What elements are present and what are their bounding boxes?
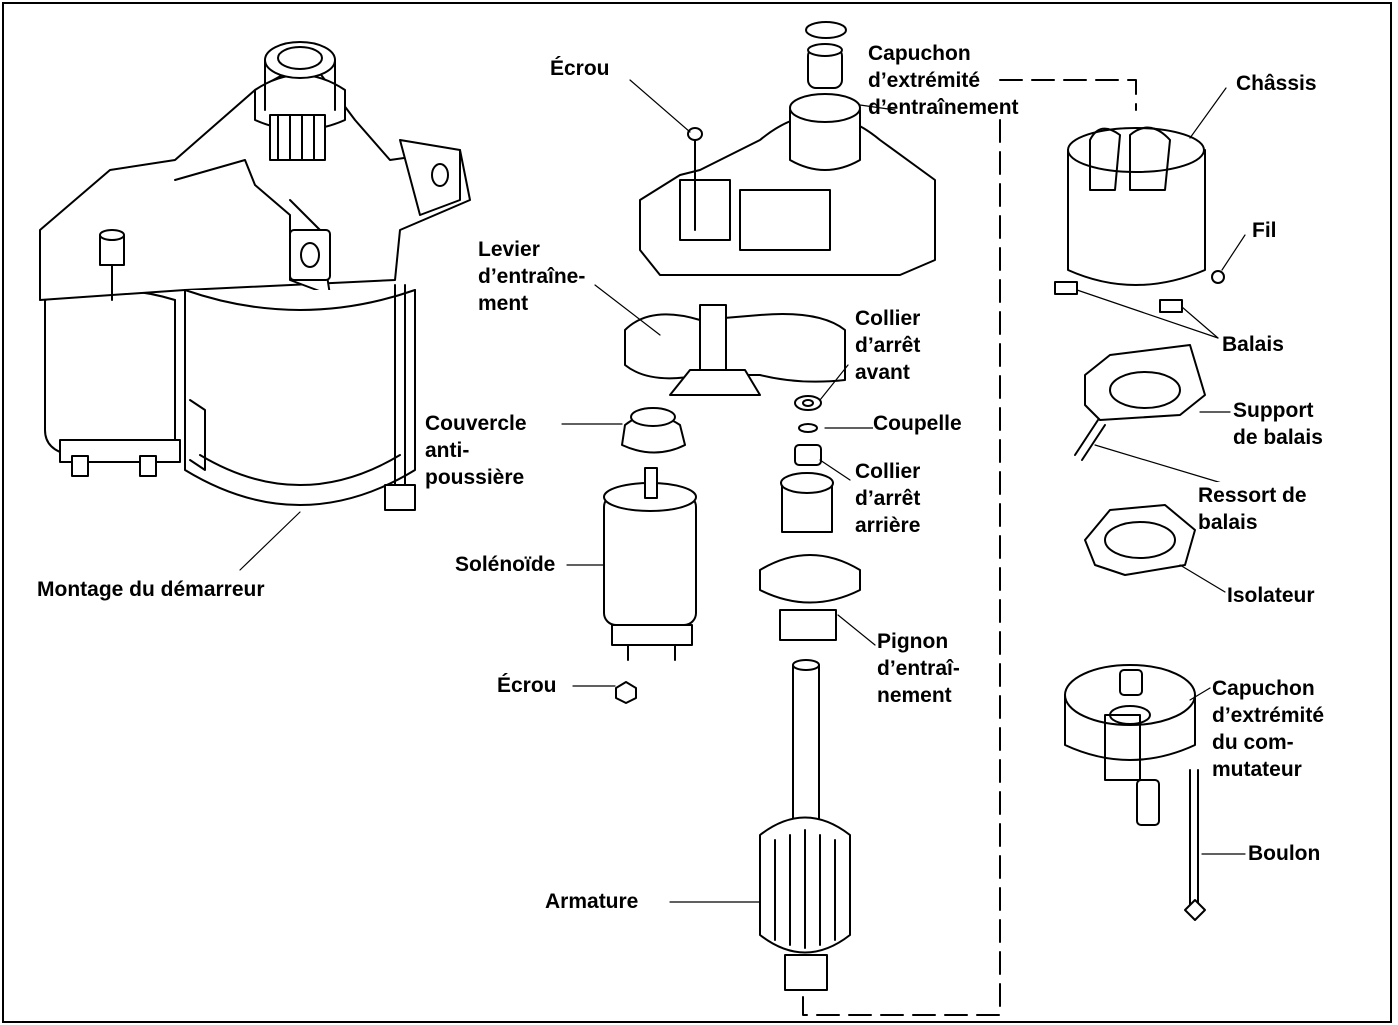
label-line: Couvercle	[425, 412, 527, 435]
label-couvercle: Couvercle anti- poussière	[425, 410, 527, 491]
label-line: Support	[1233, 399, 1314, 422]
label-pignon: Pignon d’entraî- nement	[877, 628, 960, 709]
label-capuchon-commutateur: Capuchon d’extrémité du com- mutateur	[1212, 675, 1325, 783]
label-solenoide: Solénoïde	[455, 551, 556, 578]
label-line: balais	[1198, 511, 1258, 534]
small-parts-drawing	[603, 395, 861, 991]
label-line: du com-	[1212, 731, 1294, 754]
starter-assembly-drawing	[39, 41, 471, 511]
label-fil: Fil	[1252, 217, 1277, 244]
label-ecrou-bottom: Écrou	[497, 672, 557, 699]
label-collier-arriere: Collier d’arrêt arrière	[855, 458, 921, 539]
drive-lever-drawing	[624, 304, 846, 396]
insulator-drawing	[1084, 504, 1196, 576]
label-line: arrière	[855, 514, 921, 537]
label-line: Capuchon	[868, 42, 971, 65]
label-line: d’arrêt	[855, 487, 921, 510]
label-line: mutateur	[1212, 758, 1302, 781]
label-boulon: Boulon	[1248, 840, 1321, 867]
label-ressort-balais: Ressort de balais	[1198, 482, 1307, 536]
label-line: Ressort de	[1198, 484, 1307, 507]
label-montage: Montage du démarreur	[37, 576, 265, 603]
label-balais: Balais	[1222, 331, 1284, 358]
label-collier-avant: Collier d’arrêt avant	[855, 305, 921, 386]
label-line: d’entraîne-	[478, 265, 586, 288]
label-isolateur: Isolateur	[1227, 582, 1315, 609]
label-ecrou-top: Écrou	[550, 55, 610, 82]
label-line: anti-	[425, 439, 470, 462]
label-line: d’entraînement	[868, 96, 1019, 119]
label-line: de balais	[1233, 426, 1323, 449]
label-line: d’extrémité	[1212, 704, 1325, 727]
label-line: nement	[877, 684, 952, 707]
label-armature: Armature	[545, 888, 639, 915]
frame-brushes-drawing	[1054, 126, 1225, 313]
label-line: avant	[855, 361, 910, 384]
commutator-end-cap-drawing	[1064, 664, 1206, 921]
label-line: Pignon	[877, 630, 949, 653]
label-line: d’extrémité	[868, 69, 981, 92]
assembly-dashed-line	[802, 79, 1137, 1016]
leader-lines	[239, 79, 1246, 903]
label-line: poussière	[425, 466, 525, 489]
label-support-balais: Support de balais	[1233, 397, 1323, 451]
label-line: d’arrêt	[855, 334, 921, 357]
label-line: Levier	[478, 238, 540, 261]
label-line: ment	[478, 292, 529, 315]
label-capuchon-entrainement: Capuchon d’extrémité d’entraînement	[868, 40, 1019, 121]
label-line: Collier	[855, 307, 921, 330]
label-line: Capuchon	[1212, 677, 1315, 700]
label-coupelle: Coupelle	[873, 410, 962, 437]
brush-holder-drawing	[1074, 344, 1206, 461]
label-chassis: Châssis	[1236, 70, 1317, 97]
label-levier: Levier d’entraîne- ment	[478, 236, 586, 317]
drive-end-cap-drawing	[639, 21, 936, 276]
label-line: d’entraî-	[877, 657, 960, 680]
label-line: Collier	[855, 460, 921, 483]
